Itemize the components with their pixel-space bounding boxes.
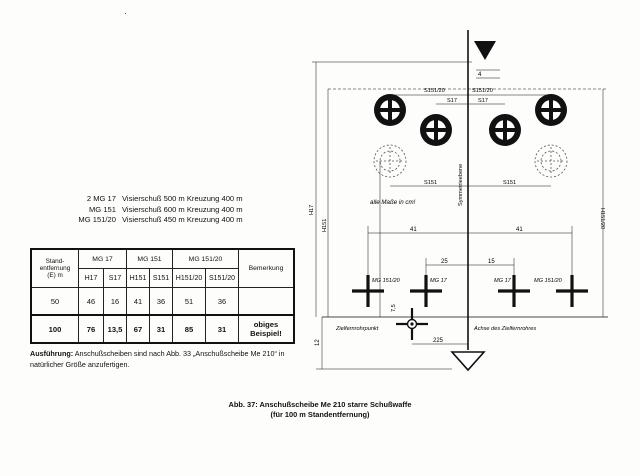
dim-15: 15 — [488, 259, 495, 265]
table-cell: 36 — [149, 287, 173, 316]
cross-mg151-20-right — [556, 275, 588, 307]
table-cell: 50 — [30, 287, 79, 316]
label-h151: H151 — [322, 219, 328, 232]
bottom-triangle-marker — [450, 351, 486, 372]
table-cell: obiges Beispiel! — [238, 314, 295, 344]
caption-line-2: (für 100 m Standentfernung) — [270, 410, 370, 419]
dim-top-label: 4 — [478, 72, 482, 78]
label-s17-right: S17 — [478, 98, 488, 104]
table-header-remark: Bemerkung — [238, 248, 295, 288]
weapon-text: Visierschuß 600 m Kreuzung 400 m — [122, 204, 243, 214]
weapon-name: MG 151/20 — [78, 215, 116, 224]
label-h17: H17 — [309, 205, 315, 215]
table-cell: 67 — [126, 314, 150, 344]
weapon-text: Visierschuß 500 m Kreuzung 400 m — [122, 194, 243, 203]
table-row: 100 76 13,5 67 31 85 31 obiges Beispiel! — [30, 314, 295, 344]
cross-mg151-20-left — [352, 275, 384, 307]
label-s151-20-right: S151/20 — [472, 88, 493, 94]
distance-table: Stand- entfernung (E) m MG 17 MG 151 MG … — [30, 248, 295, 344]
dim-7-5: 7,5 — [391, 304, 397, 312]
top-triangle-marker — [474, 41, 496, 60]
dim-41-left: 41 — [410, 227, 417, 233]
table-header-distance: Stand- entfernung (E) m — [30, 248, 79, 288]
table-row: 50 46 16 41 36 51 36 — [30, 287, 295, 316]
dim-225: 225 — [433, 338, 444, 344]
table-cell: 31 — [149, 314, 173, 344]
table-subheader: H151/20 — [172, 268, 206, 288]
note-text: Anschußscheiben sind nach Abb. 33 „Ansch… — [30, 349, 285, 369]
caption-line-1: Abb. 37: Anschußscheibe Me 210 starre Sc… — [228, 400, 412, 409]
table-cell: 46 — [78, 287, 104, 316]
execution-note: Ausführung: Anschußscheiben sind nach Ab… — [30, 348, 300, 370]
label-mg17-right: MG 17 — [494, 278, 512, 284]
label-symmetrieebene: Symmetrieebene — [458, 164, 464, 206]
label-s17-left: S17 — [447, 98, 457, 104]
weapon-line: 2 MG 17 Visierschuß 500 m Kreuzung 400 m — [70, 194, 243, 205]
target-mg151-20-left — [374, 94, 406, 126]
label-achse: Achse des Zielfernrohres — [473, 326, 536, 332]
table-subheader: S17 — [103, 268, 127, 288]
table-cell: 41 — [126, 287, 150, 316]
corner-mark: · — [124, 9, 127, 18]
weapon-text: Visierschuß 450 m Kreuzung 400 m — [122, 215, 243, 224]
table-cell — [238, 287, 295, 316]
target-mg151-20-right — [535, 94, 567, 126]
label-h151-20: H151/20 — [599, 208, 605, 229]
weapon-name: MG 151 — [88, 204, 116, 214]
note-label: Ausführung: — [30, 349, 74, 358]
table-cell: 85 — [172, 314, 206, 344]
table-header-group: MG 17 — [78, 248, 127, 269]
cross-mg17-right — [498, 275, 530, 307]
table-header-group: MG 151/20 — [172, 248, 239, 269]
target-mg151-left-dashed — [373, 144, 407, 178]
label-s151-right: S151 — [503, 180, 516, 186]
target-mg17-right — [489, 114, 521, 146]
label-s151-left: S151 — [424, 180, 437, 186]
label-mg151-20-left: MG 151/20 — [372, 278, 401, 284]
figure-caption: Abb. 37: Anschußscheibe Me 210 starre Sc… — [150, 400, 490, 420]
label-s151-20-left: S151/20 — [424, 88, 445, 94]
table-cell: 100 — [30, 314, 79, 344]
table-cell: 16 — [103, 287, 127, 316]
dim-41-right: 41 — [516, 227, 523, 233]
label-zielfernrohrpunkt: Zielfernrohrpunkt — [335, 326, 379, 332]
target-mg151-right-dashed — [534, 144, 568, 178]
table-cell: 36 — [205, 287, 239, 316]
table-subheader: S151/20 — [205, 268, 239, 288]
dim-25: 25 — [441, 259, 448, 265]
cross-mg17-left — [410, 275, 442, 307]
table-cell: 51 — [172, 287, 206, 316]
table-subheader: S151 — [149, 268, 173, 288]
table-cell: 13,5 — [103, 314, 127, 344]
label-mg151-20-right: MG 151/20 — [534, 278, 563, 284]
dim-12: 12 — [315, 339, 321, 346]
table-cell: 31 — [205, 314, 239, 344]
label-all-dims: alle Maße in cm! — [370, 199, 416, 206]
weapon-name: 2 MG 17 — [86, 194, 116, 203]
label-mg17-left: MG 17 — [430, 278, 448, 284]
table-cell: 76 — [78, 314, 104, 344]
target-mg17-left — [420, 114, 452, 146]
table-header-group: MG 151 — [126, 248, 173, 269]
table-subheader: H151 — [126, 268, 150, 288]
table-subheader: H17 — [78, 268, 104, 288]
zielfernrohr-point — [396, 308, 428, 340]
weapon-line: MG 151/20 Visierschuß 450 m Kreuzung 400 … — [70, 215, 243, 226]
weapon-line: MG 151 Visierschuß 600 m Kreuzung 400 m — [70, 205, 243, 216]
